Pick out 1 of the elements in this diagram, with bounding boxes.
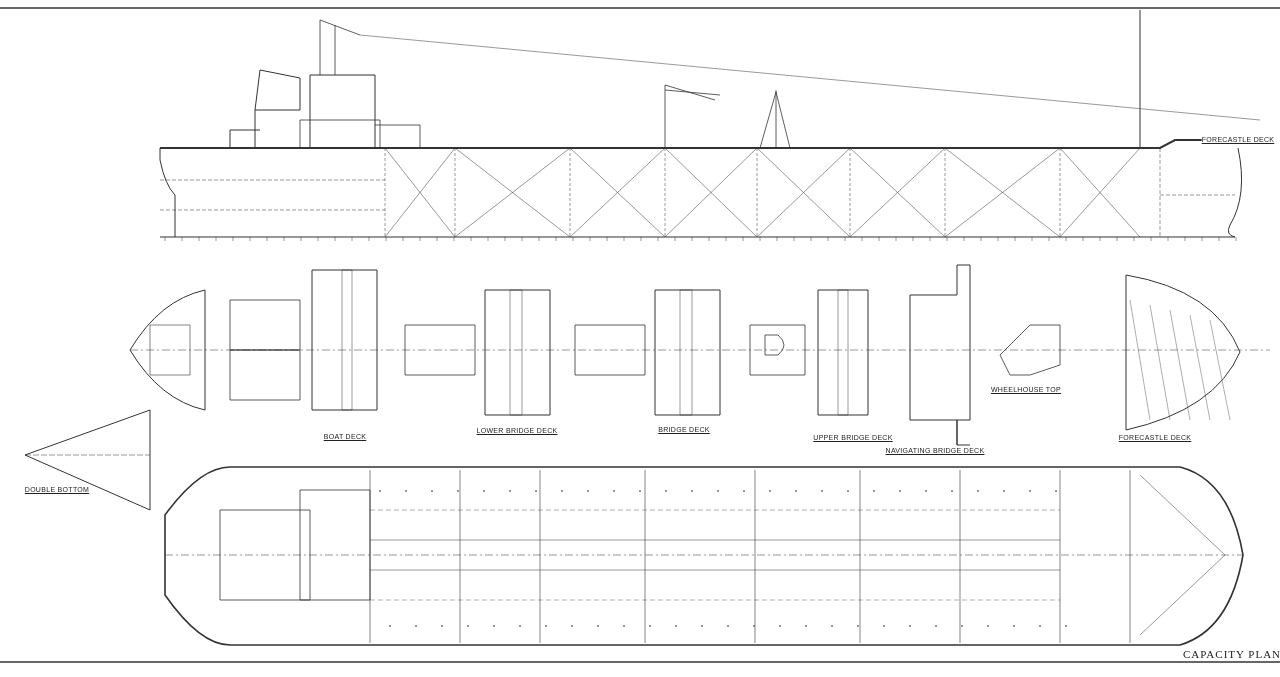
plan-title: CAPACITY PLAN: [1182, 648, 1280, 660]
